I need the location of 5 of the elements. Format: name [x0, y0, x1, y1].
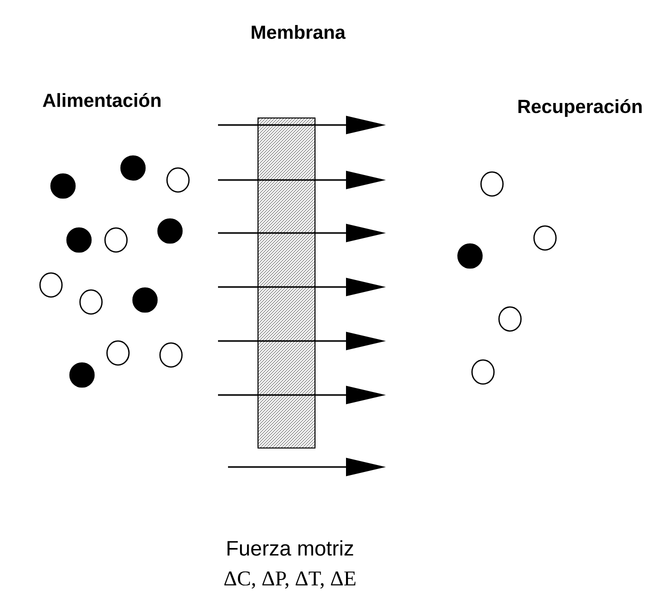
label: ΔC, ΔP, ΔT, ΔE [224, 571, 356, 589]
label: Fuerza motriz [228, 540, 354, 556]
label: Membrana [252, 25, 346, 39]
label: Alimentación [42, 92, 160, 108]
label: Recuperación [518, 99, 642, 117]
